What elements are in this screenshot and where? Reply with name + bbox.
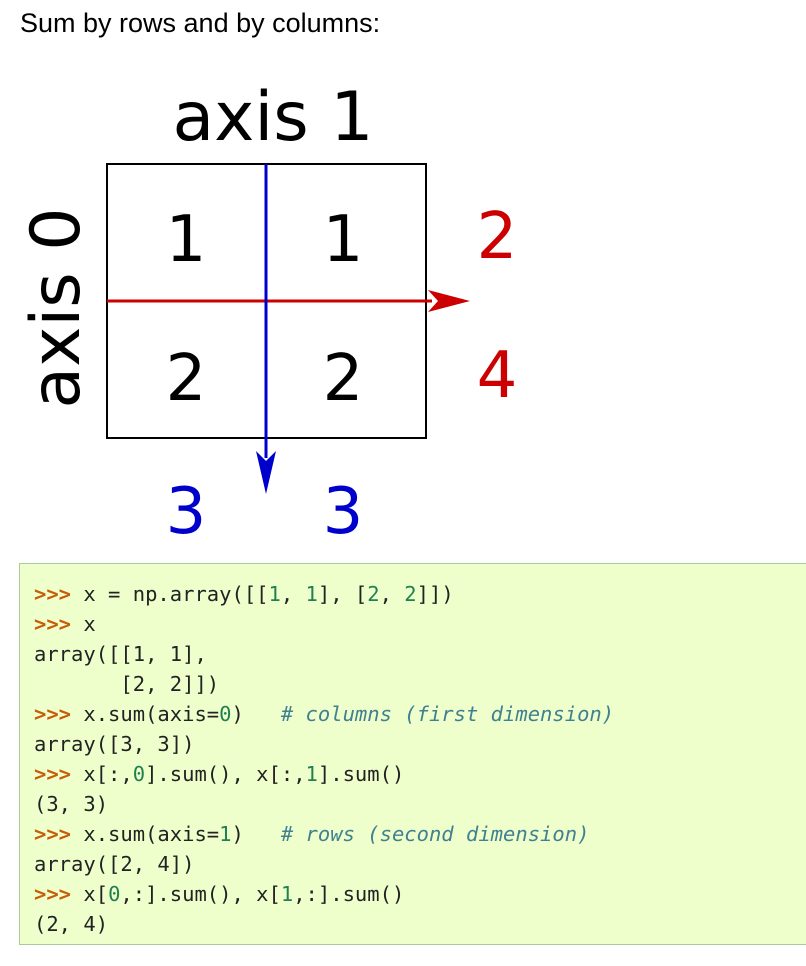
row-sum-arrowhead [428,290,470,312]
code-number: 0 [132,762,146,786]
code-line-1: >>> x = np.array([[1, 1], [2, 2]]) [34,579,806,609]
code-number: 2 [367,582,380,606]
code-output-3: array([[1, 1], [34,642,207,666]
code-output-6: array([3, 3]) [34,732,195,756]
code-text: x [83,612,96,636]
code-comment: # columns (first dimension) [280,702,615,726]
code-number: 1 [305,582,318,606]
code-number: 1 [219,822,232,846]
prompt: >>> [34,882,72,906]
code-text: ].sum(), x[:, [145,762,306,786]
section-heading: Sum by rows and by columns: [20,8,381,38]
code-text: x[ [83,882,109,906]
code-number: 0 [108,882,121,906]
code-text: ) [231,822,281,846]
code-text: ].sum() [317,762,405,786]
code-line-5: >>> x.sum(axis=0) # columns (first dimen… [34,699,806,729]
code-number: 2 [404,582,417,606]
code-text: , [379,582,405,606]
code-line-7: >>> x[:,0].sum(), x[:,1].sum() [34,759,806,789]
col-sum-arrowhead [256,451,276,494]
prompt: >>> [34,822,72,846]
code-number: 1 [268,582,281,606]
prompt: >>> [34,762,72,786]
axis-1-label: axis 1 [172,78,373,157]
code-text: x.sum(axis= [83,702,220,726]
cell-0-1: 1 [323,203,364,277]
prompt: >>> [34,582,72,606]
code-text: ], [ [317,582,368,606]
code-text: x[:, [83,762,133,786]
code-text: ,:].sum() [293,882,405,906]
code-output-4: [2, 2]]) [34,672,220,696]
col-sum-0: 3 [166,475,207,549]
axis-0-label: axis 0 [17,207,96,408]
axis-sum-diagram: axis 1 axis 0 1 1 2 2 2 4 3 3 [17,78,518,549]
code-number: 1 [280,882,294,906]
code-line-9: >>> x.sum(axis=1) # rows (second dimensi… [34,819,806,849]
row-sum-0: 2 [477,200,518,274]
prompt: >>> [34,612,72,636]
row-sum-1: 4 [477,339,518,413]
code-line-11: >>> x[0,:].sum(), x[1,:].sum() [34,879,806,909]
col-sum-1: 3 [323,475,364,549]
cell-1-1: 2 [323,342,364,416]
code-text: , [280,582,306,606]
cell-1-0: 2 [166,342,207,416]
code-line-2: >>> x [34,609,806,639]
code-comment: # rows (second dimension) [280,822,590,846]
code-example: >>> x = np.array([[1, 1], [2, 2]]) >>> x… [19,563,806,945]
code-text: ]]) [416,582,454,606]
prompt: >>> [34,702,72,726]
code-text: x = np.array([[ [83,582,269,606]
code-text: x.sum(axis= [83,822,220,846]
cell-0-0: 1 [166,203,207,277]
code-number: 0 [219,702,232,726]
code-output-8: (3, 3) [34,792,109,816]
code-text: ,:].sum(), x[ [120,882,281,906]
code-output-10: array([2, 4]) [34,852,195,876]
code-text: ) [231,702,281,726]
code-output-12: (2, 4) [34,912,109,936]
code-number: 1 [305,762,318,786]
